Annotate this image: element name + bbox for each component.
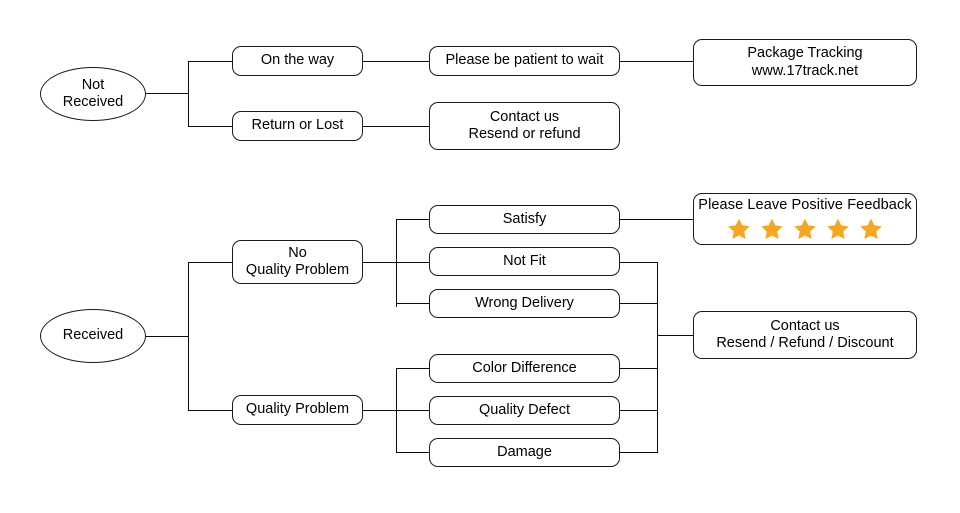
node-satisfy: Satisfy <box>429 205 620 234</box>
node-package-tracking-title: Package Tracking <box>747 45 863 62</box>
node-not-fit: Not Fit <box>429 247 620 276</box>
node-contact-resend-line2: Resend or refund <box>468 126 581 142</box>
node-please-be-patient-label: Please be patient to wait <box>445 52 604 69</box>
node-wrong-delivery-label: Wrong Delivery <box>475 294 574 311</box>
node-not-received: Not Received <box>40 67 146 121</box>
connector-damage-to-merge <box>620 452 657 453</box>
connector-merge-to-contact <box>657 335 693 336</box>
node-contact-discount-line2: Resend / Refund / Discount <box>716 335 894 351</box>
node-received-label: Received <box>62 327 124 344</box>
connector-wrong-delivery-to-merge <box>620 303 657 304</box>
node-color-difference: Color Difference <box>429 354 620 383</box>
node-color-difference-label: Color Difference <box>472 359 577 376</box>
node-package-tracking: Package Tracking www.17track.net <box>693 39 917 86</box>
node-not-fit-label: Not Fit <box>503 252 546 269</box>
node-contact-resend-or-refund: Contact us Resend or refund <box>429 102 620 150</box>
node-received: Received <box>40 309 146 363</box>
connector-nqp-to-wrong-delivery <box>396 303 429 304</box>
connector-not-received-split <box>188 61 189 127</box>
connector-color-difference-to-merge <box>620 368 657 369</box>
rating-stars <box>727 217 883 241</box>
connector-qp-stem <box>363 410 396 411</box>
connector-not-received-stem <box>146 93 188 94</box>
connector-qp-to-color-difference <box>396 368 429 369</box>
star-icon <box>761 218 783 240</box>
node-quality-problem-label: Quality Problem <box>245 401 350 418</box>
star-icon <box>794 218 816 240</box>
node-contact-resend-refund-discount: Contact us Resend / Refund / Discount <box>693 311 917 359</box>
connector-to-on-the-way <box>188 61 232 62</box>
star-icon <box>728 218 750 240</box>
node-satisfy-label: Satisfy <box>502 210 547 227</box>
node-not-received-line1: Not <box>81 76 105 93</box>
connector-on-the-way-to-wait <box>363 61 429 62</box>
node-contact-discount-line1: Contact us <box>770 317 840 334</box>
connector-nqp-to-not-fit <box>396 262 429 263</box>
node-damage-label: Damage <box>497 443 552 460</box>
node-on-the-way-label: On the way <box>260 52 335 69</box>
connector-to-no-quality-problem <box>188 262 232 263</box>
node-return-or-lost: Return or Lost <box>232 111 363 141</box>
node-return-or-lost-label: Return or Lost <box>251 117 344 134</box>
connector-qp-to-damage <box>396 452 429 453</box>
connector-not-fit-to-merge <box>620 262 657 263</box>
star-icon <box>827 218 849 240</box>
connector-to-return-or-lost <box>188 126 232 127</box>
node-wrong-delivery: Wrong Delivery <box>429 289 620 318</box>
node-no-quality-problem: No Quality Problem <box>232 240 363 284</box>
connector-nqp-split <box>396 219 397 307</box>
node-please-be-patient: Please be patient to wait <box>429 46 620 76</box>
connector-merge-bus <box>657 262 658 453</box>
connector-return-or-lost-to-contact <box>363 126 429 127</box>
connector-wait-to-package-tracking <box>620 61 693 62</box>
node-leave-positive-feedback: Please Leave Positive Feedback <box>693 193 917 245</box>
node-not-received-line2: Received <box>62 94 124 110</box>
node-quality-problem: Quality Problem <box>232 395 363 425</box>
node-package-tracking-url: www.17track.net <box>751 62 859 79</box>
node-no-quality-problem-line1: No <box>288 244 307 261</box>
node-quality-defect-label: Quality Defect <box>478 401 571 418</box>
connector-to-quality-problem <box>188 410 232 411</box>
connector-received-split <box>188 262 189 410</box>
connector-satisfy-to-feedback <box>620 219 693 220</box>
node-on-the-way: On the way <box>232 46 363 76</box>
node-contact-resend-line1: Contact us <box>489 108 560 125</box>
node-no-quality-problem-line2: Quality Problem <box>245 262 350 278</box>
connector-nqp-stem <box>363 262 396 263</box>
node-quality-defect: Quality Defect <box>429 396 620 425</box>
connector-quality-defect-to-merge <box>620 410 657 411</box>
star-icon <box>860 218 882 240</box>
node-damage: Damage <box>429 438 620 467</box>
connector-received-stem <box>146 336 188 337</box>
connector-qp-to-quality-defect <box>396 410 429 411</box>
connector-nqp-to-satisfy <box>396 219 429 220</box>
feedback-text: Please Leave Positive Feedback <box>698 196 912 213</box>
